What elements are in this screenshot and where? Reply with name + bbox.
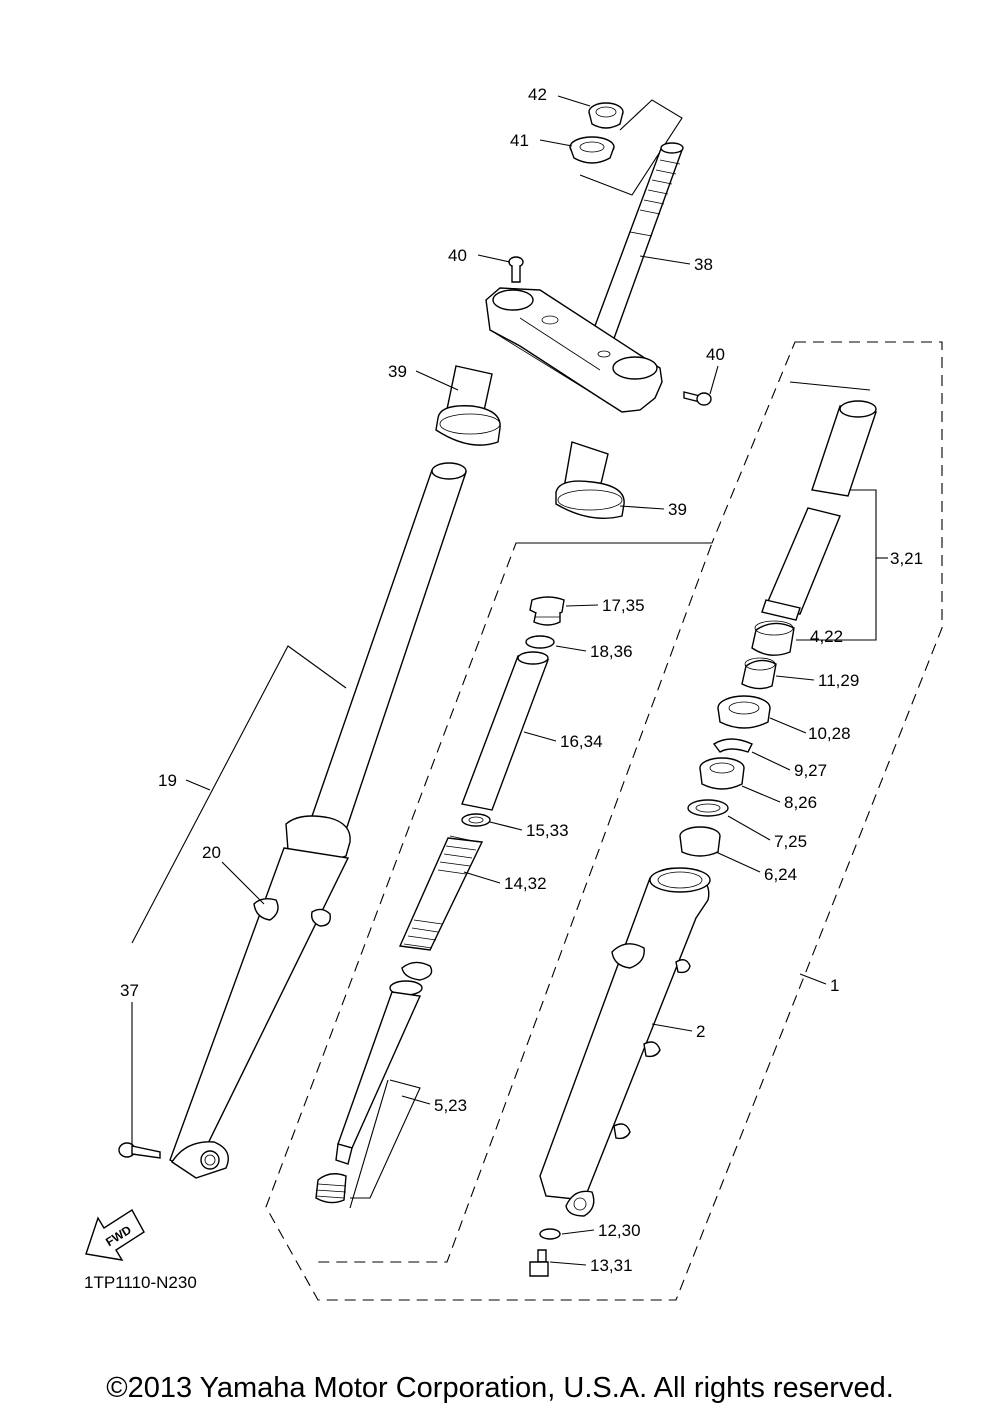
leader-5-23 [401, 1095, 431, 1105]
copyright-notice: ©2013 Yamaha Motor Corporation, U.S.A. A… [106, 1372, 894, 1404]
label-18-36: 18,36 [590, 642, 633, 661]
damper-rod-bracket-line [349, 1079, 389, 1209]
bolt-13-31 [529, 1249, 549, 1277]
bracket-5-23 [350, 1079, 421, 1199]
fork-cover-39-left [435, 365, 501, 446]
leader-39-right [619, 505, 665, 510]
bolt-40-top [508, 256, 524, 283]
label-13-31: 13,31 [590, 1256, 633, 1275]
leader-19 [185, 779, 211, 791]
label-14-32: 14,32 [504, 874, 547, 893]
leader-39-left [415, 370, 459, 391]
leader-6-24 [715, 851, 761, 873]
o-ring-18-36 [525, 635, 555, 649]
leader-9-27 [751, 751, 791, 771]
leader-7-25 [727, 815, 771, 841]
cap-bolt-17-35 [529, 596, 565, 626]
label-15-33: 15,33 [526, 821, 569, 840]
dust-seal-10-28 [717, 695, 771, 729]
label-42: 42 [528, 85, 547, 104]
steering-stem-38 [585, 142, 684, 356]
label-16-34: 16,34 [560, 732, 603, 751]
fwd-arrow-icon: FWD [85, 1209, 145, 1261]
fork-cover-39-right [555, 441, 625, 519]
label-19: 19 [158, 771, 177, 790]
leader-20 [221, 861, 265, 905]
label-2: 2 [696, 1022, 705, 1041]
inner-assembly-outline [316, 542, 713, 1263]
washer-7-25 [687, 799, 729, 817]
leader-40-right [709, 365, 719, 395]
label-6-24: 6,24 [764, 865, 797, 884]
spacer-16-34 [461, 651, 549, 811]
assembly-1-outline [265, 341, 943, 1301]
fork-assembly-19 [169, 462, 467, 1179]
leader-42 [557, 95, 591, 107]
label-10-28: 10,28 [808, 724, 851, 743]
label-9-27: 9,27 [794, 761, 827, 780]
leader-14-32 [463, 871, 501, 884]
clip-9-27 [712, 738, 753, 753]
label-41: 41 [510, 131, 529, 150]
circlip [401, 961, 433, 981]
bushing-6-24 [679, 826, 721, 857]
label-8-26: 8,26 [784, 793, 817, 812]
leader-10-28 [769, 717, 807, 734]
outer-tube-2 [539, 867, 711, 1217]
bracket-3-21 [796, 489, 877, 641]
bolt-40-right [683, 391, 712, 406]
label-5-23: 5,23 [434, 1096, 467, 1115]
inner-tube-3-21 [761, 400, 877, 621]
label-39-right: 39 [668, 500, 687, 519]
label-3-21: 3,21 [890, 549, 923, 568]
leader-8-26 [741, 785, 781, 803]
label-17-35: 17,35 [602, 596, 645, 615]
bracket-3-21-top [789, 381, 871, 391]
leader-1 [799, 973, 827, 985]
leader-15-33 [489, 821, 523, 831]
leader-18-36 [555, 645, 587, 652]
label-7-25: 7,25 [774, 832, 807, 851]
label-12-30: 12,30 [598, 1221, 641, 1240]
label-40-right: 40 [706, 345, 725, 364]
leader-13-31 [549, 1261, 587, 1266]
leader-2 [651, 1023, 693, 1032]
label-11-29: 11,29 [818, 671, 859, 690]
bearing-bracket-line [579, 99, 683, 196]
spring-14-32 [398, 835, 484, 951]
label-4-22: 4,22 [810, 627, 843, 646]
washer-12-30 [539, 1228, 561, 1240]
diagram-code: 1TP1110-N230 [84, 1273, 197, 1292]
label-1: 1 [830, 976, 839, 995]
leader-41 [539, 139, 573, 147]
leader-40-top [477, 254, 511, 263]
label-38: 38 [694, 255, 713, 274]
washer-15-33 [461, 813, 491, 827]
damper-rod-5-23 [335, 980, 423, 1165]
bushing-11-29 [741, 657, 777, 690]
oil-seal-8-26 [699, 757, 745, 790]
label-20: 20 [202, 843, 221, 862]
under-bracket [485, 287, 663, 413]
bushing-4-22 [751, 620, 795, 656]
bearing-42 [588, 102, 624, 129]
leader-12-30 [561, 1229, 595, 1235]
bolt-37 [118, 1142, 161, 1159]
leader-38 [639, 255, 691, 265]
label-37: 37 [120, 981, 139, 1000]
leader-11-29 [775, 675, 815, 681]
rebound-spring [315, 1173, 347, 1204]
bracket-19 [131, 645, 347, 944]
leader-17-35 [565, 604, 599, 607]
bearing-race-41 [569, 136, 615, 164]
label-40-top: 40 [448, 246, 467, 265]
leader-16-34 [523, 731, 557, 742]
label-39-left: 39 [388, 362, 407, 381]
